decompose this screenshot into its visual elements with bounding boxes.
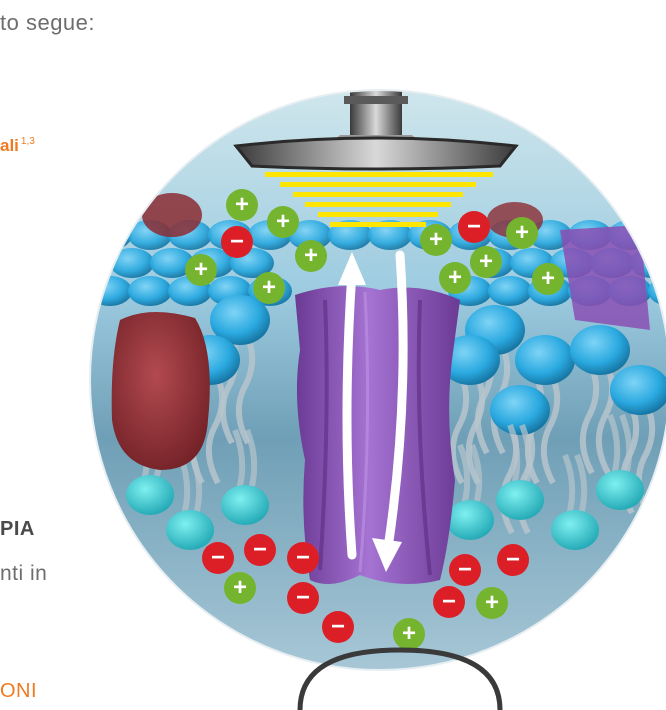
- svg-text:−: −: [296, 584, 310, 611]
- positive-ion-icon: +: [470, 246, 502, 278]
- svg-text:−: −: [458, 556, 472, 583]
- negative-ion-icon: −: [221, 226, 253, 258]
- membrane-protein-left: [112, 312, 210, 470]
- svg-text:+: +: [276, 208, 290, 235]
- svg-text:+: +: [194, 256, 208, 283]
- positive-ion-icon: +: [393, 618, 425, 650]
- phospholipid-head: [551, 510, 599, 550]
- svg-text:+: +: [485, 589, 499, 616]
- positive-ion-icon: +: [253, 272, 285, 304]
- svg-text:−: −: [296, 544, 310, 571]
- phospholipid-head: [166, 510, 214, 550]
- phospholipid-head: [446, 500, 494, 540]
- negative-ion-icon: −: [287, 582, 319, 614]
- svg-text:+: +: [448, 264, 462, 291]
- phospholipid-head: [515, 335, 575, 385]
- svg-text:+: +: [235, 191, 249, 218]
- phospholipid-head: [596, 470, 644, 510]
- negative-ion-icon: −: [458, 211, 490, 243]
- positive-ion-icon: +: [267, 206, 299, 238]
- positive-ion-icon: +: [506, 217, 538, 249]
- svg-text:−: −: [211, 544, 225, 571]
- phospholipid-head: [488, 276, 532, 306]
- phospholipid-head: [570, 325, 630, 375]
- negative-ion-icon: −: [287, 542, 319, 574]
- phospholipid-head: [128, 276, 172, 306]
- svg-text:−: −: [253, 536, 267, 563]
- positive-ion-icon: +: [439, 262, 471, 294]
- positive-ion-icon: +: [224, 572, 256, 604]
- svg-text:+: +: [233, 574, 247, 601]
- svg-text:+: +: [304, 242, 318, 269]
- negative-ion-icon: −: [433, 586, 465, 618]
- svg-text:−: −: [442, 588, 456, 615]
- svg-text:+: +: [262, 274, 276, 301]
- phospholipid-head: [126, 475, 174, 515]
- svg-text:+: +: [515, 219, 529, 246]
- negative-ion-icon: −: [202, 542, 234, 574]
- positive-ion-icon: +: [476, 587, 508, 619]
- negative-ion-icon: −: [244, 534, 276, 566]
- positive-ion-icon: +: [185, 254, 217, 286]
- svg-text:−: −: [506, 546, 520, 573]
- negative-ion-icon: −: [322, 611, 354, 643]
- svg-text:−: −: [467, 213, 481, 240]
- svg-text:+: +: [479, 248, 493, 275]
- phospholipid-head: [496, 480, 544, 520]
- negative-ion-icon: −: [497, 544, 529, 576]
- phospholipid-head: [221, 485, 269, 525]
- svg-text:+: +: [402, 620, 416, 647]
- svg-text:−: −: [230, 228, 244, 255]
- positive-ion-icon: +: [226, 189, 258, 221]
- svg-text:+: +: [429, 226, 443, 253]
- positive-ion-icon: +: [420, 224, 452, 256]
- svg-text:−: −: [331, 613, 345, 640]
- negative-ion-icon: −: [449, 554, 481, 586]
- svg-text:+: +: [541, 265, 555, 292]
- positive-ion-icon: +: [532, 263, 564, 295]
- positive-ion-icon: +: [295, 240, 327, 272]
